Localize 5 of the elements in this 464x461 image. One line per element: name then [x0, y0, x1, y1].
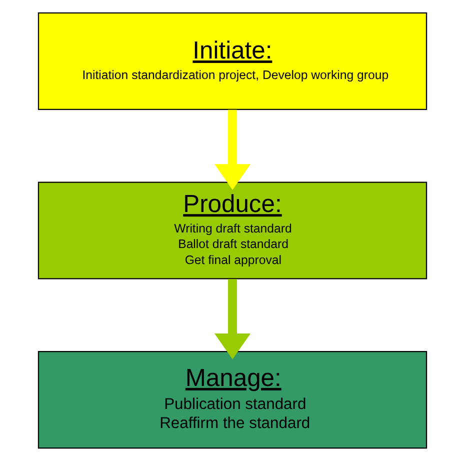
node-box: Initiate: Initiation standardization project, Develop working group [37, 12, 427, 110]
arrow [214, 110, 250, 190]
arrow [214, 279, 250, 360]
node-box: Manage: Publication standard Reaffirm the standard [37, 351, 427, 449]
node-box: Produce: Writing draft standard Ballot draft standard Get final approval [37, 182, 427, 280]
